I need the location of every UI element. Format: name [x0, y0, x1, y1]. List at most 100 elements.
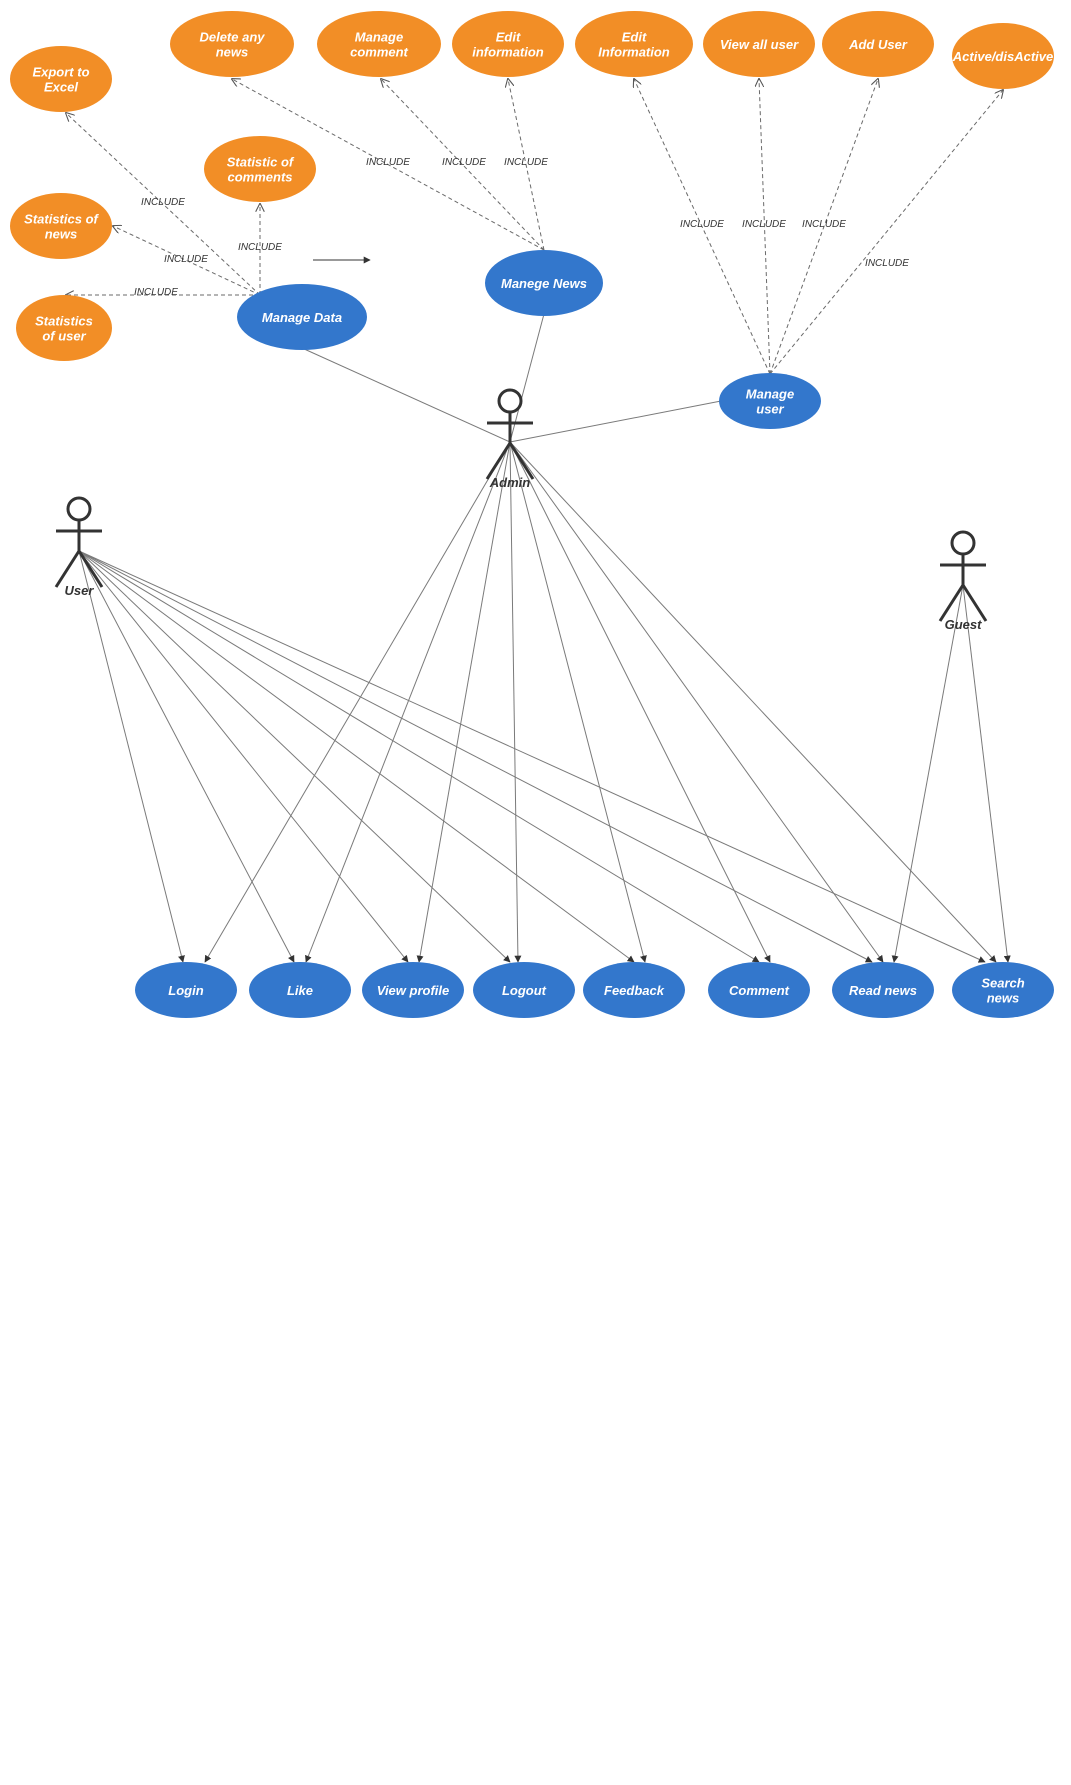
- association-admin-logout: [509, 441, 522, 963]
- association-user-like: [78, 550, 295, 963]
- use-case-feedback[interactable]: Feedback: [583, 962, 685, 1018]
- actor-user: User: [54, 496, 104, 598]
- association-user-search-news: [78, 550, 986, 963]
- use-case-label: Read news: [849, 983, 917, 998]
- use-case-label: Statistic of: [227, 155, 295, 170]
- use-case-label: Like: [287, 983, 313, 998]
- use-case-label: Export to: [32, 65, 89, 80]
- use-case-label: comment: [350, 45, 408, 60]
- use-case-ellipse: [952, 962, 1054, 1018]
- use-case-label: Edit: [622, 30, 647, 45]
- actor-label: Admin: [489, 475, 531, 490]
- actor-head: [950, 530, 976, 556]
- use-case-label: Statistics: [35, 314, 93, 329]
- association-admin-login: [204, 441, 511, 963]
- use-case-label: Delete any: [199, 30, 265, 45]
- use-case-ellipse: [822, 11, 934, 77]
- use-case-manage-data[interactable]: Manage Data: [237, 284, 367, 350]
- association-user-login: [78, 550, 185, 963]
- association-admin-comment: [509, 441, 771, 963]
- include-manage-data-stat-news: [113, 226, 261, 296]
- use-case-ellipse: [708, 962, 810, 1018]
- use-case-ellipse: [135, 962, 237, 1018]
- actor-label: User: [65, 583, 95, 598]
- include-manage-user-view-all-user: [759, 79, 771, 375]
- use-case-label: Information: [598, 45, 670, 60]
- use-case-label: Edit: [496, 30, 521, 45]
- use-case-label: user: [756, 402, 784, 417]
- actor-head: [66, 496, 92, 522]
- use-case-ellipse: [362, 962, 464, 1018]
- use-case-ellipse: [237, 284, 367, 350]
- include-manage-user-add-user: [769, 79, 878, 375]
- use-case-label: Add User: [848, 37, 908, 52]
- association-user-view-profile: [78, 550, 409, 963]
- use-case-label: Manage Data: [262, 310, 342, 325]
- actor-head: [497, 388, 523, 414]
- use-case-label: of user: [42, 329, 86, 344]
- use-case-label: Feedback: [604, 983, 665, 998]
- use-case-ellipse: [485, 250, 603, 316]
- association-user-read-news: [78, 550, 873, 963]
- use-case-login[interactable]: Login: [135, 962, 237, 1018]
- use-case-ellipse: [473, 962, 575, 1018]
- use-case-logout[interactable]: Logout: [473, 962, 575, 1018]
- use-case-ellipse: [703, 11, 815, 77]
- actor-right-leg: [77, 550, 104, 588]
- use-case-view-profile[interactable]: View profile: [362, 962, 464, 1018]
- actor-label: Guest: [945, 617, 983, 632]
- use-case-label: View profile: [377, 983, 449, 998]
- include-label: INCLUDE: [680, 219, 724, 230]
- association-user-comment: [78, 550, 760, 963]
- use-case-like[interactable]: Like: [249, 962, 351, 1018]
- include-label: INCLUDE: [164, 254, 208, 265]
- actor-right-leg: [961, 584, 988, 622]
- use-case-active[interactable]: Active/disActive: [952, 23, 1054, 89]
- use-case-label: Manage: [355, 30, 403, 45]
- include-label: INCLUDE: [141, 197, 185, 208]
- association-admin-view-profile: [416, 441, 511, 963]
- use-case-ellipse: [317, 11, 441, 77]
- use-case-ellipse: [10, 46, 112, 112]
- association-admin-manage-user: [509, 400, 722, 443]
- use-case-view-all-user[interactable]: View all user: [703, 11, 815, 77]
- association-user-logout: [78, 550, 511, 963]
- use-case-read-news[interactable]: Read news: [832, 962, 934, 1018]
- use-case-label: Login: [168, 983, 203, 998]
- include-label: INCLUDE: [366, 157, 410, 168]
- actor-left-leg: [938, 584, 965, 622]
- use-case-comment[interactable]: Comment: [708, 962, 810, 1018]
- use-case-add-user[interactable]: Add User: [822, 11, 934, 77]
- association-admin-manage-news: [509, 313, 545, 443]
- use-case-ellipse: [719, 373, 821, 429]
- use-case-ellipse: [452, 11, 564, 77]
- association-guest-search-news: [962, 584, 1011, 963]
- use-case-label: news: [45, 227, 78, 242]
- actor-guest: Guest: [938, 530, 988, 632]
- use-case-label: Excel: [44, 80, 78, 95]
- use-case-label: Search: [981, 976, 1024, 991]
- use-case-label: Active/disActive: [952, 49, 1053, 64]
- use-case-label: View all user: [720, 37, 799, 52]
- use-case-label: news: [987, 991, 1020, 1006]
- include-manage-user-edit-info-2: [634, 79, 771, 375]
- use-case-label: Statistics of: [24, 212, 99, 227]
- association-admin-search-news: [509, 441, 997, 963]
- use-case-manage-news[interactable]: Manege News: [485, 250, 603, 316]
- include-label: INCLUDE: [238, 242, 282, 253]
- use-case-label: news: [216, 45, 249, 60]
- use-case-ellipse: [583, 962, 685, 1018]
- use-case-label: Manage: [746, 387, 794, 402]
- include-label: INCLUDE: [504, 157, 548, 168]
